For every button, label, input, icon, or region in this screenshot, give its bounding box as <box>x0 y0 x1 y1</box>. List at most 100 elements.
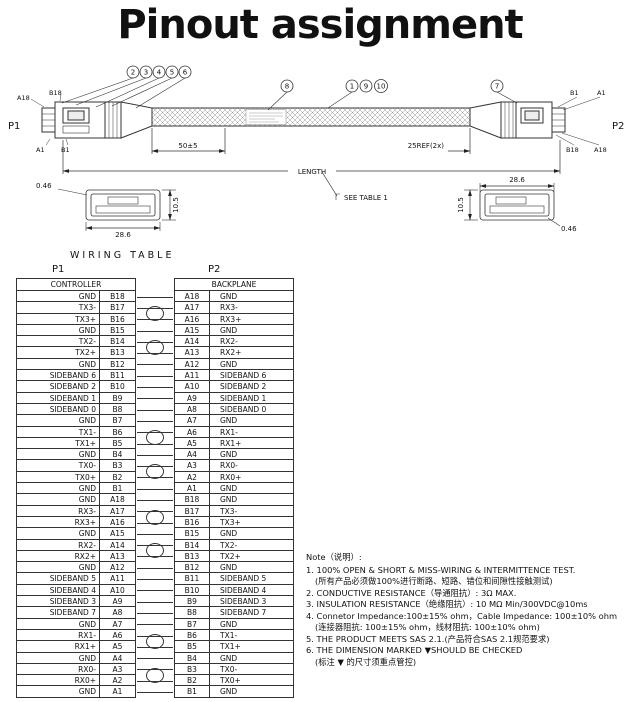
wiring-table-title: WIRING TABLE <box>70 250 175 261</box>
p1-pin: A11 <box>100 573 136 585</box>
p2-signal: SIDEBAND 6 <box>210 370 294 382</box>
p2-pin: A14 <box>174 336 210 348</box>
callout-leaders <box>61 77 518 111</box>
p1-pin: A6 <box>100 629 136 642</box>
dim-right-width: 28.6 <box>509 176 525 184</box>
wire-line <box>136 359 174 370</box>
wire-line <box>136 291 174 302</box>
page-title: Pinout assignment <box>117 2 523 48</box>
note-item-zh: (标注 ▼ 的尺寸须重点管控) <box>315 656 417 667</box>
p1-signal: GND <box>16 528 100 540</box>
p2-signal: GND <box>210 324 294 337</box>
p2-signal: TX2- <box>210 539 294 551</box>
wiring-table-p1-label: P1 <box>52 264 65 275</box>
p2-pin: A2 <box>174 471 210 484</box>
p1-signal: GND <box>16 686 100 698</box>
p2-signal: RX1+ <box>210 437 294 450</box>
p1-pin: B3 <box>100 460 136 472</box>
p2-pin: B11 <box>174 573 210 585</box>
p2-signal: TX1+ <box>210 641 294 653</box>
p2-pin: B6 <box>174 629 210 642</box>
p1-signal: TX2+ <box>16 347 100 359</box>
wire-line <box>136 438 174 449</box>
p2-pin: A16 <box>174 313 210 325</box>
p1-pin: B13 <box>100 347 136 359</box>
p2-signal: GND <box>210 686 294 698</box>
wire-line <box>136 675 174 686</box>
p1-pin-a18: A18 <box>17 94 30 102</box>
p2-pin: B14 <box>174 539 210 551</box>
wiring-table-p2-label: P2 <box>208 264 221 275</box>
p1-signal: GND <box>16 483 100 495</box>
wire-line <box>136 528 174 539</box>
wire-line <box>136 641 174 652</box>
note-item: 2. CONDUCTIVE RESISTANCE（导通阻抗）: 3Ω MAX. <box>306 587 517 598</box>
p1-pin: B12 <box>100 358 136 371</box>
p1-pin: A2 <box>100 675 136 687</box>
notes-section: Note（说明）: 1. 100% OPEN & SHORT & MISS-WI… <box>306 552 638 668</box>
p2-pin: B10 <box>174 584 210 597</box>
p2-pin: B17 <box>174 505 210 517</box>
twisted-pair-symbol <box>146 509 164 525</box>
p2-signal: GND <box>210 358 294 371</box>
p1-signal: SIDEBAND 7 <box>16 607 100 619</box>
p2-signal: GND <box>210 528 294 540</box>
wire-line <box>136 517 174 528</box>
p2-signal: SIDEBAND 5 <box>210 573 294 585</box>
p1-signal: RX3- <box>16 505 100 517</box>
p2-signal: SIDEBAND 4 <box>210 584 294 597</box>
p1-signal: GND <box>16 494 100 506</box>
p1-pin: A3 <box>100 663 136 676</box>
p2-signal: TX1- <box>210 629 294 642</box>
wire-line <box>136 573 174 584</box>
p1-pin: A1 <box>100 686 136 698</box>
p1-pin: B14 <box>100 336 136 348</box>
p1-signal: GND <box>16 358 100 371</box>
p1-signal: RX3+ <box>16 516 100 529</box>
note-item: 6. THE DIMENSION MARKED ▼SHOULD BE CHECK… <box>306 645 523 655</box>
p2-pin: A8 <box>174 403 210 416</box>
p2-signal: SIDEBAND 0 <box>210 403 294 416</box>
p1-pin: A9 <box>100 596 136 608</box>
twisted-pair-symbol <box>146 340 164 355</box>
wire-line <box>136 370 174 381</box>
wire-line <box>136 325 174 336</box>
p2-signal: GND <box>210 494 294 506</box>
p1-signal: SIDEBAND 4 <box>16 584 100 597</box>
p1-pin: A13 <box>100 550 136 563</box>
wire-line <box>136 449 174 460</box>
p2-pin: A18 <box>174 291 210 303</box>
p2-signal: GND <box>210 618 294 630</box>
twisted-pair-symbol <box>146 464 164 480</box>
note-item: 1. 100% OPEN & SHORT & MISS-WIRING & INT… <box>306 564 576 575</box>
callout-4: 4 <box>157 69 162 77</box>
dimension-lines <box>62 128 561 200</box>
p1-signal: TX3- <box>16 302 100 314</box>
wire-line <box>136 415 174 426</box>
p1-signal: SIDEBAND 3 <box>16 596 100 608</box>
p2-signal: SIDEBAND 3 <box>210 596 294 608</box>
p2-pin: B3 <box>174 663 210 676</box>
dim-50: 50±5 <box>178 142 197 150</box>
wire-line <box>136 686 174 697</box>
p1-signal: TX2- <box>16 336 100 348</box>
note-item-zh: (所有产品必须做100%进行断路、短路、错位和间隙性接触测试) <box>315 576 553 586</box>
twisted-pair-symbol <box>146 430 164 446</box>
p1-pin: A5 <box>100 641 136 653</box>
wire-line <box>136 596 174 607</box>
wire-line <box>136 381 174 392</box>
p1-signal: SIDEBAND 5 <box>16 573 100 585</box>
callout-8: 8 <box>285 83 289 91</box>
